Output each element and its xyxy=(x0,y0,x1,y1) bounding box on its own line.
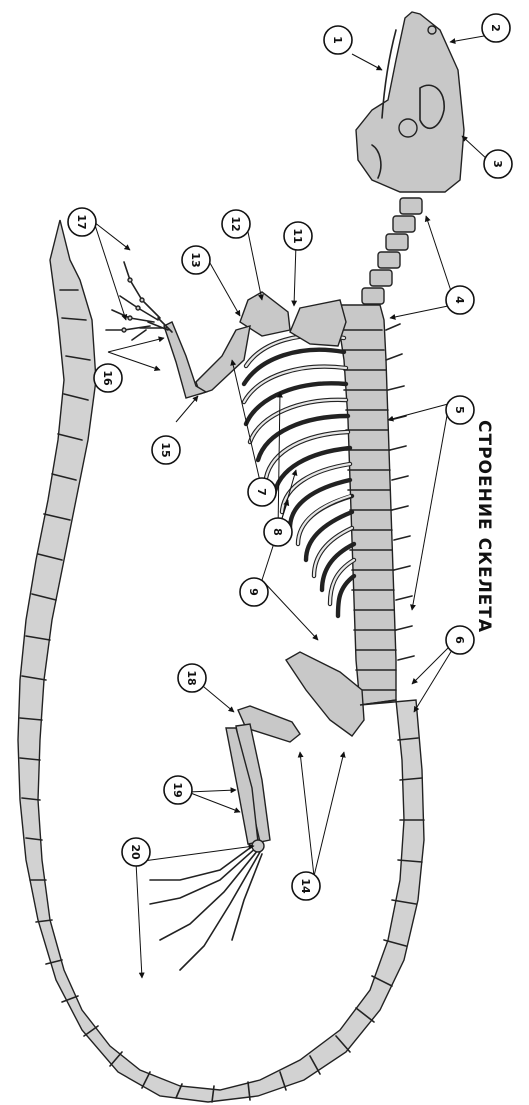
svg-text:12: 12 xyxy=(229,216,242,231)
callout-13: 13 xyxy=(182,246,210,274)
svg-text:13: 13 xyxy=(189,252,202,267)
svg-text:3: 3 xyxy=(491,160,504,168)
callout-16: 16 xyxy=(94,364,122,392)
svg-text:14: 14 xyxy=(299,878,312,894)
callout-7: 7 xyxy=(248,478,276,506)
svg-text:17: 17 xyxy=(75,214,88,229)
callout-20: 20 xyxy=(122,838,150,866)
svg-text:8: 8 xyxy=(271,528,284,536)
svg-text:19: 19 xyxy=(171,782,184,797)
svg-text:1: 1 xyxy=(331,36,344,44)
callout-17: 17 xyxy=(68,208,96,236)
neck-vertebrae xyxy=(362,198,422,304)
svg-text:2: 2 xyxy=(489,24,502,32)
callout-14: 14 xyxy=(292,872,320,900)
forelimb xyxy=(106,262,346,398)
hindlimb xyxy=(150,652,364,970)
svg-text:7: 7 xyxy=(255,488,268,496)
svg-text:18: 18 xyxy=(185,670,198,685)
callout-15: 15 xyxy=(152,436,180,464)
callout-9: 9 xyxy=(240,578,268,606)
callout-5: 5 xyxy=(446,396,474,424)
svg-text:16: 16 xyxy=(101,370,114,386)
callout-1: 1 xyxy=(324,26,352,54)
svg-text:4: 4 xyxy=(453,296,466,304)
spine xyxy=(338,305,414,705)
callout-19: 19 xyxy=(164,776,192,804)
callout-3: 3 xyxy=(484,150,512,178)
callout-12: 12 xyxy=(222,210,250,238)
nostril xyxy=(428,26,436,34)
svg-text:11: 11 xyxy=(291,228,304,243)
svg-text:6: 6 xyxy=(453,636,466,644)
svg-text:5: 5 xyxy=(453,406,466,414)
callout-4: 4 xyxy=(446,286,474,314)
callout-11: 11 xyxy=(284,222,312,250)
callout-18: 18 xyxy=(178,664,206,692)
callout-8: 8 xyxy=(264,518,292,546)
skull xyxy=(356,12,464,192)
callout-2: 2 xyxy=(482,14,510,42)
ribcage xyxy=(244,336,354,616)
svg-text:9: 9 xyxy=(247,588,260,596)
callout-6: 6 xyxy=(446,626,474,654)
svg-text:15: 15 xyxy=(159,442,172,457)
svg-text:20: 20 xyxy=(129,844,142,860)
